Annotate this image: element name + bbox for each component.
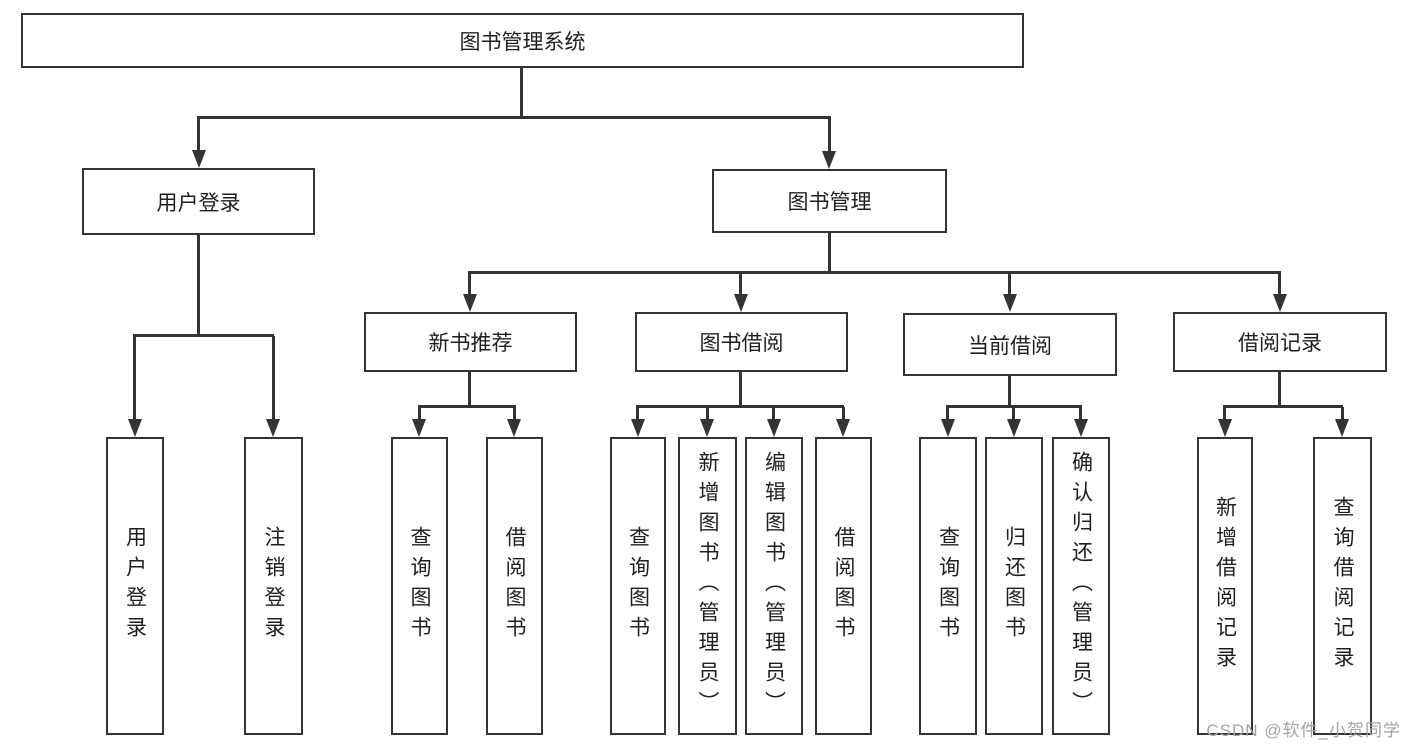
connector-line [706,407,709,421]
node-label: 查询借阅记录 [1331,496,1354,676]
arrow-head-icon [192,150,206,168]
connector-line [1278,273,1281,296]
connector-line [739,372,742,408]
node-label: 图书管理系统 [459,30,586,54]
leaf-query-borrow-record: 查询借阅记录 [1313,437,1372,735]
arrow-head-icon [1074,419,1088,437]
connector-line [513,407,516,421]
node-label: 归还图书 [1002,526,1026,646]
connector-line [1008,273,1011,296]
node-new-book-recommend: 新书推荐 [364,312,577,372]
arrow-head-icon [767,419,781,437]
connector-line [636,407,639,421]
connector-line [739,273,742,296]
connector-line [1012,407,1015,421]
leaf-query-books-borrow: 查询图书 [610,437,666,735]
arrow-head-icon [631,419,645,437]
connector-line [1079,407,1082,421]
leaf-edit-book-admin: 编辑图书（管理员） [745,437,803,735]
node-current-borrowing: 当前借阅 [903,313,1117,376]
arrow-head-icon [941,419,955,437]
connector-line [418,405,516,408]
connector-line [828,118,831,153]
arrow-head-icon [822,151,836,169]
node-label: 图书借阅 [699,332,784,355]
arrow-head-icon [1218,419,1232,437]
node-label: 查询图书 [936,526,960,646]
node-label: 编辑图书（管理员） [762,451,786,721]
node-label: 图书管理 [787,191,872,214]
leaf-borrow-books-borrow: 借阅图书 [815,437,872,735]
node-label: 借阅图书 [832,526,855,646]
connector-line [946,407,949,421]
connector-line [828,233,831,273]
node-label: 新增借阅记录 [1213,496,1237,676]
arrow-head-icon [1003,294,1017,312]
arrow-head-icon [507,419,521,437]
connector-line [197,118,200,152]
connector-line [1341,407,1344,421]
leaf-borrow-books-recommend: 借阅图书 [486,437,543,735]
arrow-head-icon [266,419,280,437]
connector-line [520,68,523,118]
node-label: 借阅图书 [503,526,526,646]
arrow-head-icon [1007,419,1021,437]
node-book-management: 图书管理 [712,169,947,233]
node-label: 确认归还（管理员） [1069,451,1093,721]
node-label: 新书推荐 [428,332,513,355]
connector-line [468,271,1281,274]
node-borrowing-records: 借阅记录 [1173,312,1387,372]
arrow-head-icon [128,419,142,437]
connector-line [636,405,844,408]
arrow-head-icon [463,294,477,312]
leaf-add-book-admin: 新增图书（管理员） [678,437,737,735]
leaf-confirm-return-admin: 确认归还（管理员） [1052,437,1110,735]
csdn-watermark: CSDN @软件_小贺同学 [1206,721,1401,740]
connector-line [1223,405,1343,408]
node-label: 用户登录 [156,191,241,215]
leaf-query-books-recommend: 查询图书 [391,437,448,735]
connector-line [1223,407,1226,421]
connector-line [133,336,136,421]
connector-line [418,407,421,421]
connector-line [272,336,275,421]
node-label: 借阅记录 [1238,332,1322,355]
connector-line [197,116,831,119]
node-label: 新增图书（管理员） [696,451,719,721]
arrow-head-icon [1273,294,1287,312]
leaf-return-book: 归还图书 [985,437,1043,735]
arrow-head-icon [734,294,748,312]
node-label: 当前借阅 [968,334,1052,358]
leaf-user-login: 用户登录 [106,437,164,735]
node-label: 注销登录 [262,526,285,646]
connector-line [1278,372,1281,408]
arrow-head-icon [1335,419,1349,437]
connector-line [842,407,845,421]
connector-line [946,405,1082,408]
connector-line [468,372,471,408]
connector-line [197,235,200,336]
node-label: 用户登录 [123,526,147,646]
arrow-head-icon [412,419,426,437]
connector-line [772,407,775,421]
connector-line [1008,376,1011,408]
leaf-add-borrow-record: 新增借阅记录 [1197,437,1253,735]
connector-line [133,334,274,337]
node-book-borrowing: 图书借阅 [635,312,848,372]
node-label: 查询图书 [626,526,650,646]
leaf-query-books-current: 查询图书 [919,437,977,735]
connector-line [468,273,471,296]
node-root: 图书管理系统 [21,13,1024,68]
leaf-logout: 注销登录 [244,437,303,735]
arrow-head-icon [836,419,850,437]
node-user-login: 用户登录 [82,168,315,235]
arrow-head-icon [700,419,714,437]
node-label: 查询图书 [408,526,431,646]
